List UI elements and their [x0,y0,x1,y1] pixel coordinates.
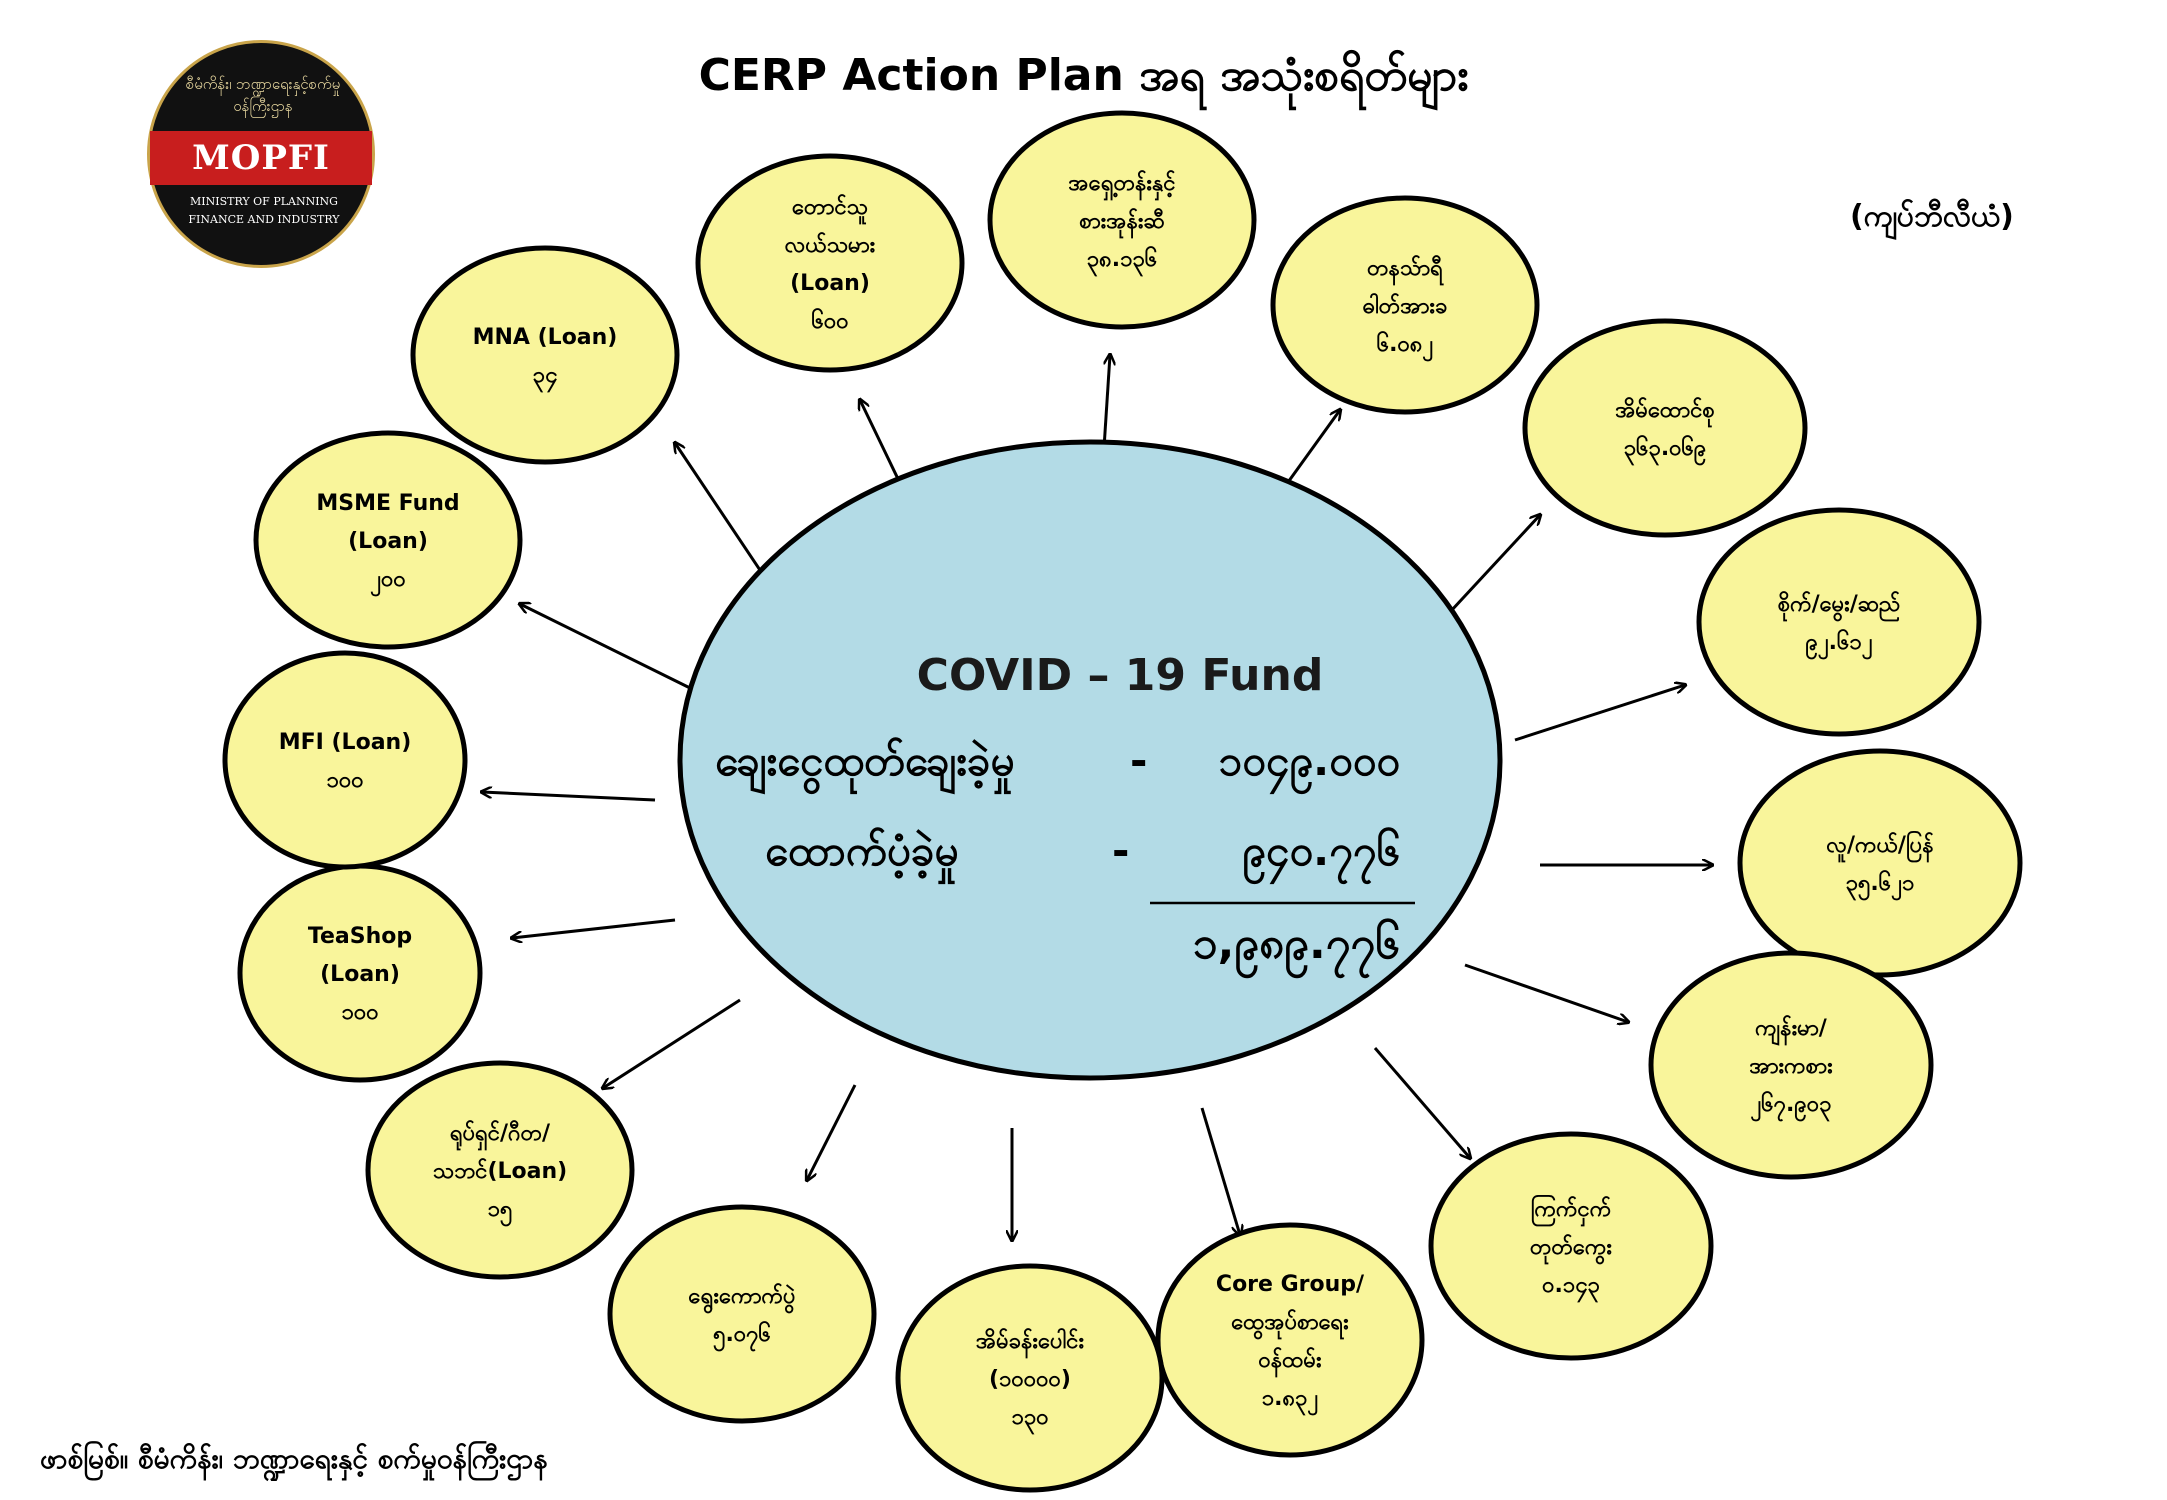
bubble-core-group: Core Group/ထွေအုပ်စာရေးဝန်ထမ်း၁.၈၃၂ [1155,1222,1425,1458]
logo-subtitle: MINISTRY OF PLANNING FINANCE AND INDUSTR… [184,193,344,229]
bubble-shape [987,110,1257,330]
bubble-line: ၆၀၀ [811,307,848,334]
bubble-line: ကြက်ငှက် [1531,1194,1611,1227]
bubble-line: ၆.၀၈၂ [1377,330,1433,362]
bubble-front-line-food: အရှေ့တန်းနှင့်စားအုန်းဆီ၃၈.၁၃၆ [987,110,1257,330]
bubble-line: စိုက်/မွေး/ဆည် [1778,590,1901,622]
center-total: ၁,၉၈၉.၇၇၆ [1193,918,1400,979]
bubble-shape [253,430,523,650]
logo-top-text: စီမံကိန်း၊ ဘဏ္ဍာရေးနှင့်စက်မှု ဝန်ကြီးဌာ… [185,75,341,115]
arrow-teashop [512,918,676,938]
bubble-election: ရွေးကောက်ပွဲ၅.၀၇၆ [607,1204,877,1424]
arrow-border-roads [1373,1047,1470,1158]
bubble-labour-social: လူ/ကယ်/ပြန်၃၅.၆၂၁ [1737,748,2023,978]
bubble-line: (Loan) [790,271,870,296]
bubble-shape [895,1263,1165,1493]
logo-subtitle-line1: MINISTRY OF PLANNING [190,195,338,208]
bubble-shape [607,1204,877,1424]
bubble-line: ကျန်းမာ/ [1755,1014,1828,1046]
bubble-shape [222,650,468,870]
bubble-line: ဝန်ထမ်း [1258,1346,1322,1378]
bubble-line: MNA (Loan) [473,325,618,350]
bubble-line: MSME Fund [316,491,459,516]
logo-acronym: MOPFI [150,131,372,185]
bubble-line: Core Group/ [1216,1272,1365,1297]
bubble-shape [1522,318,1808,538]
bubble-line: ၅.၀၇၆ [713,1320,771,1352]
bubble-line: အားကစား [1749,1054,1833,1079]
arrow-core-group [1200,1107,1240,1235]
category-bubbles: တောင်သူလယ်သမား (Loan) ၆၀၀ အရှေ့တန်းနှင့်စား… [222,110,2023,1493]
bubble-housing: အိမ်ခန်းပေါင်း(၁၀၀၀၀)၁၃၀ [895,1263,1165,1493]
center-ellipse [677,439,1503,1081]
bubble-line: ဓါတ်အားခ [1363,292,1448,319]
bubble-line: ၁၀၀ [326,768,363,793]
arrow-film-music [603,998,741,1088]
center-row2-dash: - [1112,826,1129,875]
bubble-line: ၂၆၇.၉၀၃ [1750,1090,1831,1122]
bubble-shape [365,1060,635,1280]
bubble-shape [695,153,965,373]
bubble-line: သဘင်(Loan) [433,1157,567,1184]
bubble-agri-loan: တောင်သူလယ်သမား (Loan) ၆၀၀ [695,153,965,373]
bubble-line: MFI (Loan) [279,730,412,755]
bubble-shape [1428,1131,1714,1361]
bubble-line: ၃၅.၆၂၁ [1846,869,1915,901]
bubble-mna: MNA (Loan)၃၄ [410,245,680,465]
bubble-shape [1155,1222,1425,1458]
unit-label: (ကျပ်ဘီလီယံ) [1850,199,2014,234]
mopfi-logo: စီမံကိန်း၊ ဘဏ္ဍာရေးနှင့်စက်မှု ဝန်ကြီးဌာ… [147,40,375,268]
bubble-shape [410,245,680,465]
bubble-line: (Loan) [320,962,400,987]
bubble-teashop: TeaShop (Loan) ၁၀၀ [237,863,483,1083]
source-note: ဖာစ်မြစ်။ စီမံကိန်း၊ ဘဏ္ဍာရေးနှင့် စက်မှ… [40,1442,548,1475]
arrow-msme [520,604,691,690]
bubble-shape [1696,507,1982,737]
bubble-line: ထွေအုပ်စာရေး [1231,1308,1349,1340]
arrow-household [1436,515,1540,627]
bubble-border-roads: ကြက်ငှက်တုတ်ကွေး၀.၁၄၃ [1428,1131,1714,1361]
bubble-line: (၁၀၀၀၀) [989,1367,1071,1392]
bubble-line: လယ်သမား [785,231,876,258]
bubble-line: လူ/ကယ်/ပြန် [1826,830,1934,863]
bubble-line: အိမ်ထောင်စု [1615,396,1715,428]
bubble-line: အရှေ့တန်းနှင့် [1068,169,1175,201]
bubble-line: ၉၂.၆၁၂ [1805,628,1872,660]
bubble-msme: MSME Fund(Loan)၂၀၀ [253,430,523,650]
bubble-household: အိမ်ထောင်စု၃၆၃.၀၆၉ [1522,318,1808,538]
bubble-line: ၃၆၃.၀၆၉ [1624,434,1707,466]
logo-subtitle-line2: FINANCE AND INDUSTRY [188,213,340,226]
bubble-line: TeaShop [308,924,412,949]
bubble-line: (Loan) [348,529,428,554]
bubble-line: အိမ်ခန်းပေါင်း [976,1327,1085,1359]
bubble-health: ကျန်းမာ/ အားကစား၂၆၇.၉၀၃ [1648,950,1934,1180]
bubble-line: ၁၀၀ [341,1000,378,1025]
arrow-election [807,1084,857,1180]
bubble-shape [1270,195,1540,415]
bubble-mfi: MFI (Loan) ၁၀၀ [222,650,468,870]
page-title: CERP Action Plan အရ အသုံးစရိတ်များ [698,50,1469,101]
center-title: COVID – 19 Fund [917,650,1324,701]
bubble-electricity: တနသ်ာရီဓါတ်အားခ၆.၀၈၂ [1270,195,1540,415]
bubble-line: ၃၈.၁၃၆ [1087,245,1157,277]
arrow-rice-oil-pulses [1514,685,1685,742]
bubble-line: ရွေးကောက်ပွဲ [688,1282,795,1314]
bubble-film-music: ရုပ်ရှင်/ဂီတ/သဘင်(Loan)၁၅ [365,1060,635,1280]
bubble-shape [1737,748,2023,978]
bubble-line: ရုပ်ရှင်/ဂီတ/ [450,1119,551,1151]
bubble-line: တောင်သူ [792,193,868,225]
bubble-line: တနသ်ာရီ [1367,254,1444,286]
arrow-health [1464,963,1628,1022]
bubble-line: စားအုန်းဆီ [1079,207,1164,239]
center-ellipse-group: COVID – 19 Fund ချေးငွေထုတ်ချေးခဲ့မှု - … [677,439,1503,1081]
arrow-mfi [482,792,656,802]
center-row1-dash: - [1130,736,1147,785]
bubble-rice-oil-pulses: စိုက်/မွေး/ဆည်၉၂.၆၁၂ [1696,507,1982,737]
bubble-line: တုတ်ကွေး [1530,1233,1612,1265]
bubble-shape [1648,950,1934,1180]
